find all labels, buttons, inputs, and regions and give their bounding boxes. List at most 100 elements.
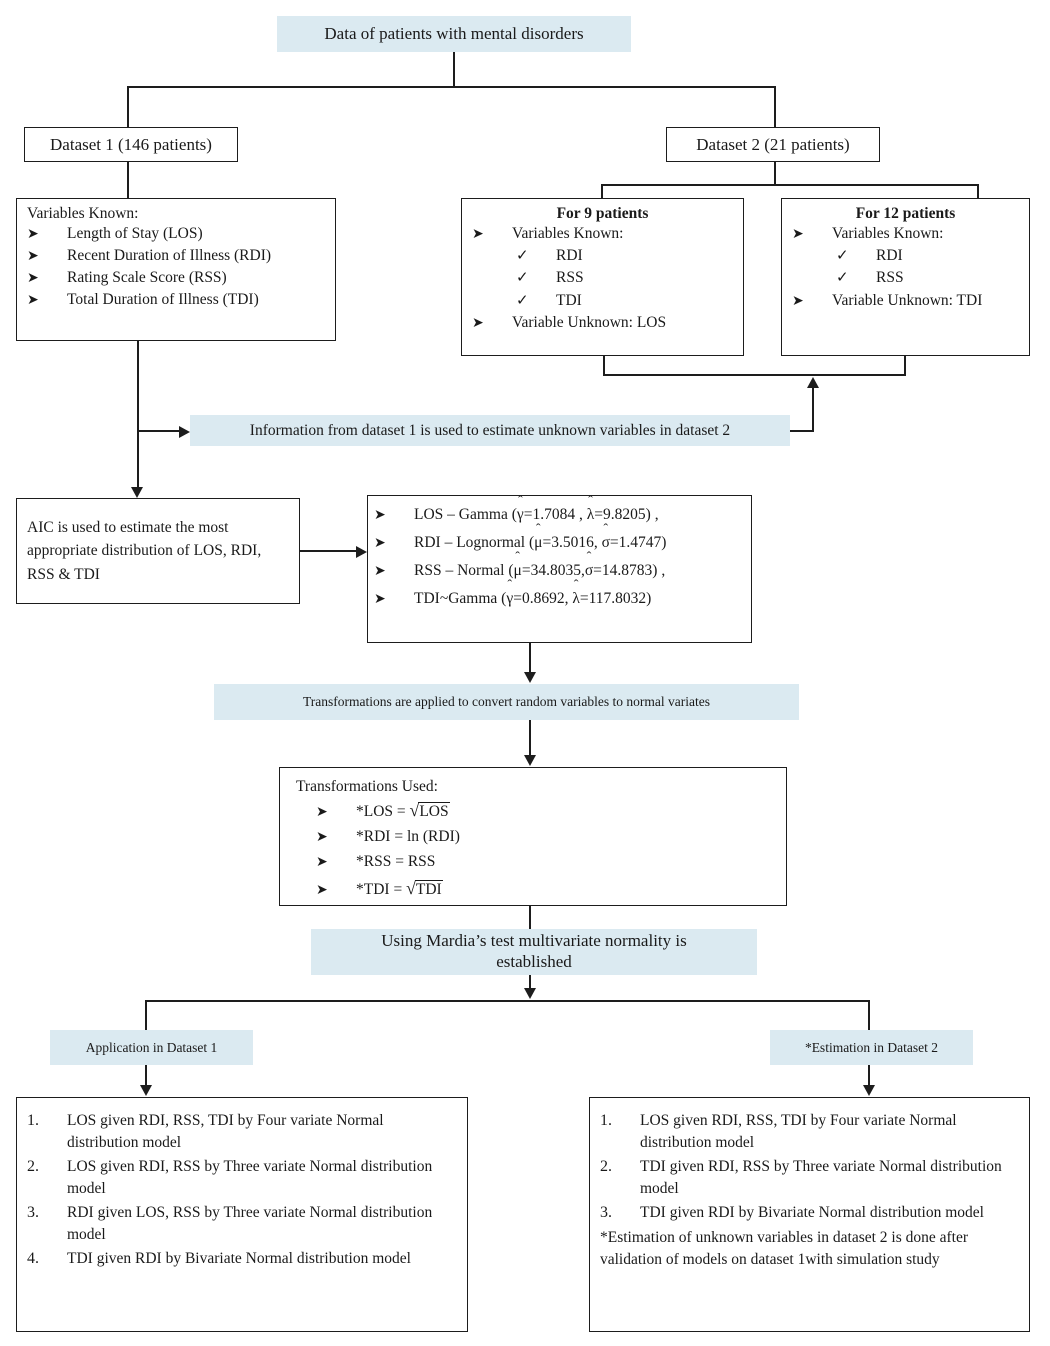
connector-group9-down	[603, 356, 605, 375]
list-item: ✓RDI	[472, 245, 733, 267]
arrow-bullet-icon: ➤	[472, 227, 484, 242]
dataset2-group12-box: For 12 patients ➤Variables Known: ✓RDI ✓…	[781, 198, 1030, 356]
list-item: ➤Variable Unknown: LOS	[472, 312, 733, 334]
arrow-bullet-icon: ➤	[316, 883, 328, 899]
transformation-entry: *RDI = ln (RDI)	[356, 828, 460, 846]
connector-application-down	[145, 1065, 147, 1087]
application-label-banner: Application in Dataset 1	[50, 1030, 253, 1065]
connector-group12-down	[904, 356, 906, 375]
arrow-bullet-icon: ➤	[27, 293, 39, 308]
list-item: 4. TDI given RDI by Bivariate Normal dis…	[27, 1248, 457, 1271]
arrow-bullet-icon: ➤	[27, 227, 39, 242]
group9-list: ➤Variables Known: ✓RDI ✓RSS ✓TDI ➤Variab…	[472, 223, 733, 334]
arrow-bullet-icon: ➤	[316, 830, 328, 846]
list-item: ➤Recent Duration of Illness (RDI)	[27, 245, 325, 267]
application-models-box: 1. LOS given RDI, RSS, TDI by Four varia…	[16, 1097, 468, 1332]
mardia-banner-line1: Using Mardia’s test multivariate normali…	[381, 931, 687, 951]
connector-info-banner-up	[812, 388, 814, 431]
transform-banner: Transformations are applied to convert r…	[214, 684, 799, 720]
connector-bottom-split-bar	[145, 1000, 870, 1002]
ln-operator: ln	[406, 828, 419, 846]
list-item: ➤Variables Known:	[472, 223, 733, 245]
connector-dataset2-merge-bar	[603, 374, 906, 376]
list-item: 2. LOS given RDI, RSS by Three variate N…	[27, 1158, 433, 1197]
group12-header: For 12 patients	[855, 205, 956, 222]
info-banner: Information from dataset 1 is used to es…	[190, 415, 790, 446]
distributions-box: ➤ LOS – Gamma (̂γ=1.7084 , ̂λ=9.8205) , …	[367, 495, 752, 643]
list-item: ✓RDI	[792, 245, 1019, 267]
estimation-label-banner: *Estimation in Dataset 2	[770, 1030, 973, 1065]
list-item: ➤Rating Scale Score (RSS)	[27, 267, 325, 289]
transformation-entry: *RSS = RSS	[356, 853, 436, 871]
distribution-entry: RDI – Lognormal (̂μ=3.5016, ̂σ=1.4747)	[414, 534, 667, 551]
list-item: 1. LOS given RDI, RSS, TDI by Four varia…	[600, 1112, 957, 1151]
check-bullet-icon: ✓	[516, 248, 529, 264]
dataset1-label-box: Dataset 1 (146 patients)	[24, 127, 238, 162]
connector-to-application-label	[145, 1000, 147, 1030]
connector-to-estimation-label	[868, 1000, 870, 1030]
arrow-bullet-icon: ➤	[316, 805, 328, 820]
arrow-bullet-icon: ➤	[27, 271, 39, 286]
arrowhead-to-info-banner	[179, 425, 190, 438]
connector-distributions-down	[529, 643, 531, 676]
check-bullet-icon: ✓	[836, 248, 849, 264]
arrow-bullet-icon: ➤	[374, 536, 386, 551]
sqrt-expression: √TDI	[406, 878, 443, 899]
list-item: ➤ TDI~Gamma (̂γ=0.8692, ̂λ=117.8032)	[374, 588, 745, 610]
connector-to-group9	[601, 184, 603, 198]
list-item: ✓TDI	[472, 290, 733, 312]
arrowhead-into-merge-bar	[806, 377, 819, 388]
list-number: 1.	[600, 1112, 612, 1129]
arrowhead-to-bottom-split	[523, 988, 536, 999]
check-bullet-icon: ✓	[836, 270, 849, 287]
aic-box: AIC is used to estimate the most appropr…	[16, 498, 300, 604]
mardia-banner: Using Mardia’s test multivariate normali…	[311, 929, 757, 975]
transformation-entry: *TDI = √TDI	[356, 878, 443, 899]
list-number: 1.	[27, 1112, 39, 1129]
list-item: 3. TDI given RDI by Bivariate Normal dis…	[600, 1202, 1019, 1225]
distribution-entry: TDI~Gamma (̂γ=0.8692, ̂λ=117.8032)	[414, 590, 652, 607]
connector-mardia-down	[529, 975, 531, 991]
transformations-box: Transformations Used: ➤ *LOS = √LOS ➤ *R…	[279, 767, 787, 906]
arrowhead-to-aic-box	[130, 487, 143, 498]
connector-transformations-down	[529, 906, 531, 930]
list-item: 2. TDI given RDI, RSS by Three variate N…	[600, 1158, 1002, 1197]
dataset1-variable-list: ➤Length of Stay (LOS) ➤Recent Duration o…	[27, 223, 325, 311]
list-item: ✓RSS	[472, 267, 733, 289]
check-bullet-icon: ✓	[516, 292, 529, 309]
distribution-entry: LOS – Gamma (̂γ=1.7084 , ̂λ=9.8205) ,	[414, 506, 659, 523]
transformations-list: ➤ *LOS = √LOS ➤ *RDI = ln (RDI) ➤ *RSS =	[290, 798, 776, 902]
distributions-list: ➤ LOS – Gamma (̂γ=1.7084 , ̂λ=9.8205) , …	[374, 504, 745, 610]
title-banner: Data of patients with mental disorders	[277, 16, 631, 52]
transformation-entry: *LOS = √LOS	[356, 800, 450, 820]
connector-transform-banner-down	[529, 720, 531, 758]
list-number: 2.	[27, 1158, 39, 1175]
connector-to-info-banner	[137, 430, 179, 432]
arrowhead-to-distributions	[356, 545, 367, 558]
connector-to-group12	[977, 184, 979, 198]
list-item: ✓RSS	[792, 267, 1019, 289]
group12-list: ➤Variables Known: ✓RDI ✓RSS ➤Variable Un…	[792, 223, 1019, 312]
estimation-models-list: 1. LOS given RDI, RSS, TDI by Four varia…	[600, 1110, 1019, 1225]
list-item: ➤ RSS – Normal (̂μ=34.8035,̂σ=14.8783) ,	[374, 560, 745, 582]
dataset2-label-box: Dataset 2 (21 patients)	[666, 127, 880, 162]
list-item: ➤ *RDI = ln (RDI)	[316, 826, 776, 848]
list-item: ➤ *LOS = √LOS	[316, 798, 776, 823]
list-number: 2.	[600, 1158, 612, 1175]
estimation-footnote: *Estimation of unknown variables in data…	[600, 1228, 969, 1268]
arrow-bullet-icon: ➤	[374, 508, 386, 523]
list-item: ➤Variable Unknown: TDI	[792, 290, 1019, 312]
estimation-models-box: 1. LOS given RDI, RSS, TDI by Four varia…	[589, 1097, 1030, 1332]
sqrt-expression: √LOS	[409, 800, 450, 820]
arrowhead-to-estimation-box	[862, 1085, 875, 1096]
dataset2-group9-box: For 9 patients ➤Variables Known: ✓RDI ✓R…	[461, 198, 744, 356]
arrow-bullet-icon: ➤	[792, 227, 804, 242]
list-item: ➤Variables Known:	[792, 223, 1019, 245]
connector-dataset1-down-trunk	[137, 341, 139, 493]
list-number: 3.	[600, 1204, 612, 1221]
arrowhead-to-application-box	[139, 1085, 152, 1096]
connector-estimation-down	[868, 1065, 870, 1087]
dataset1-variables-heading: Variables Known:	[27, 205, 139, 222]
arrow-bullet-icon: ➤	[374, 564, 386, 579]
list-item: 1. LOS given RDI, RSS, TDI by Four varia…	[27, 1112, 384, 1151]
